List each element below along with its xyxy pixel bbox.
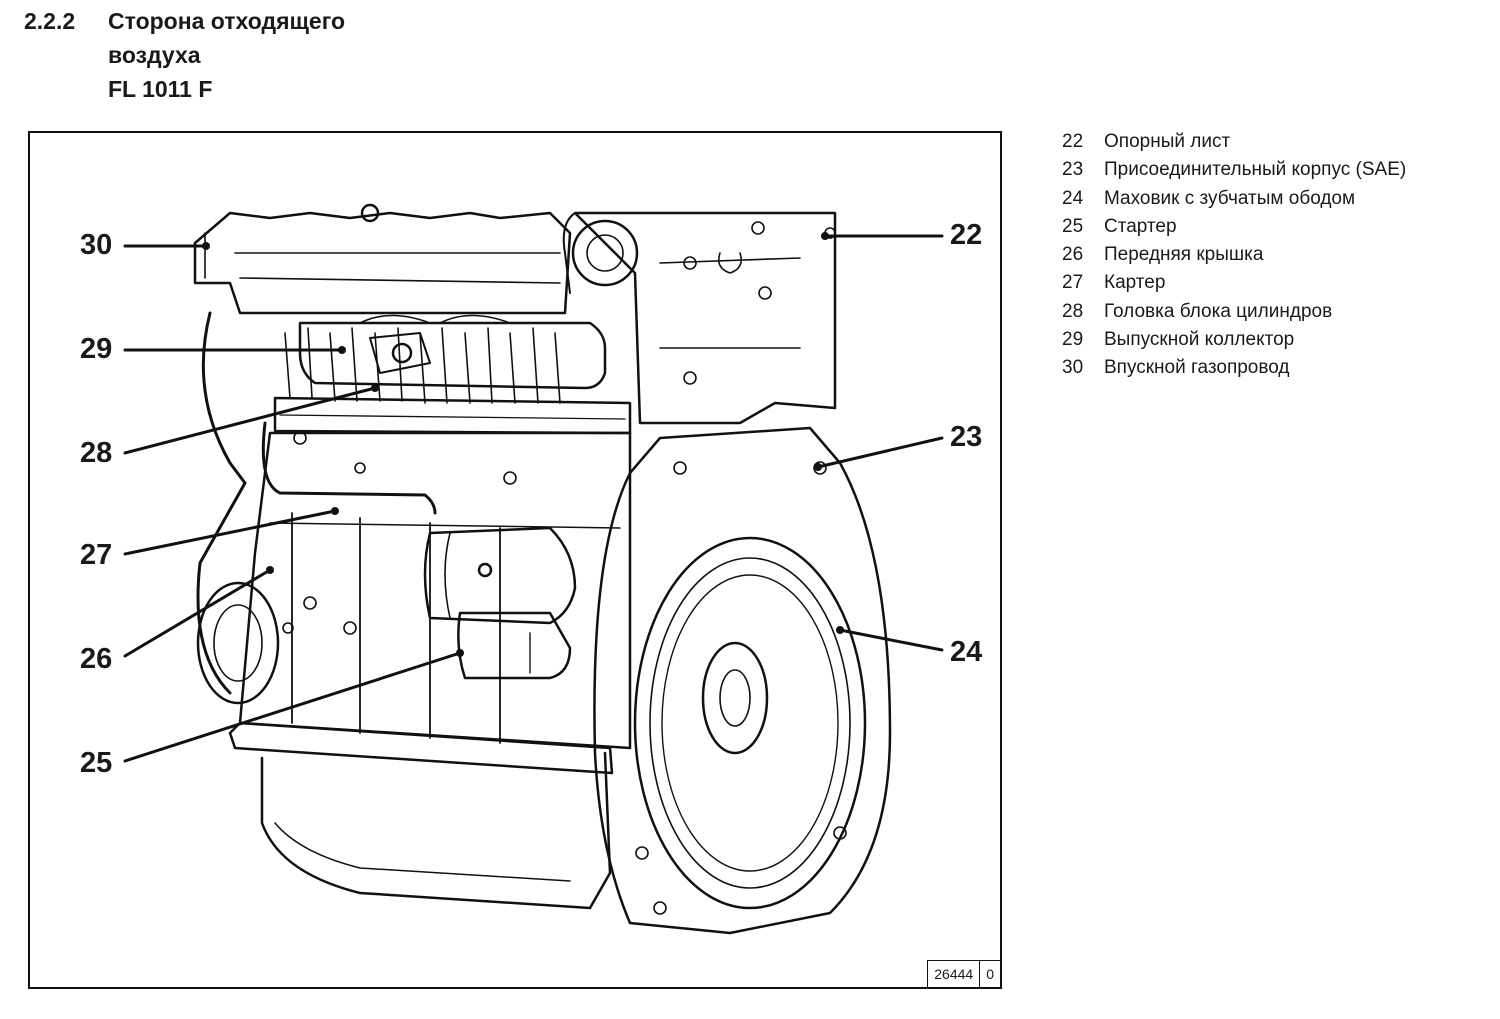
leader-26 [123, 568, 272, 658]
callout-27: 27 [80, 539, 113, 571]
callout-26: 26 [80, 643, 113, 675]
figure-revision: 0 [979, 961, 1000, 987]
legend-number: 22 [1062, 131, 1084, 152]
leader-lines [123, 234, 944, 763]
legend-label: Стартер [1104, 215, 1177, 237]
callout-25: 25 [80, 747, 113, 779]
bolt-heads [282, 221, 847, 915]
legend-number: 29 [1062, 329, 1084, 351]
callout-30: 30 [80, 229, 113, 261]
leader-25 [123, 651, 462, 763]
callout-22: 22 [950, 219, 983, 251]
figure-number: 26444 [934, 966, 974, 982]
section-title-line-3: FL 1011 F [108, 76, 213, 102]
legend-number: 27 [1062, 272, 1084, 294]
starter-motor [423, 526, 577, 680]
legend-item: 28 Головка блока цилиндров [1062, 298, 1406, 326]
flywheel [633, 536, 867, 910]
legend-item: 22 Опорный лист [1062, 128, 1406, 156]
figure-frame: 30 29 28 27 26 25 22 23 24 26444 0 [28, 131, 1002, 989]
oil-pan [260, 751, 612, 910]
legend-item: 25 Стартер [1062, 213, 1406, 241]
leader-24 [838, 628, 944, 652]
support-plate [573, 211, 837, 425]
section-title: Сторона отходящего воздуха FL 1011 F [108, 4, 345, 106]
legend-label: Выпускной коллектор [1104, 329, 1295, 351]
legend-item: 23 Присоединительный корпус (SAE) [1062, 156, 1406, 184]
intake-manifold [193, 211, 572, 315]
engine-drawing [123, 203, 944, 935]
cylinder-head [273, 396, 632, 435]
callout-24: 24 [950, 636, 983, 668]
legend-label: Присоединительный корпус (SAE) [1104, 159, 1407, 181]
crankcase-flange [228, 721, 614, 775]
legend-number: 28 [1062, 300, 1084, 322]
callout-28: 28 [80, 437, 113, 469]
legend-item: 27 Картер [1062, 269, 1406, 297]
leader-23 [816, 436, 944, 469]
front-pulley [196, 311, 247, 695]
leader-28 [123, 386, 377, 455]
legend-label: Впускной газопровод [1104, 357, 1290, 379]
leader-27 [123, 509, 337, 556]
flywheel-housing [593, 426, 892, 935]
legend-label: Картер [1104, 272, 1166, 294]
crankcase [238, 431, 632, 750]
legend-item: 26 Передняя крышка [1062, 241, 1406, 269]
parts-legend: 22 Опорный лист 23 Присоединительный корпу… [1062, 128, 1406, 383]
legend-number: 23 [1062, 159, 1084, 181]
legend-item: 30 Впускной газопровод [1062, 354, 1406, 382]
legend-number: 24 [1062, 187, 1084, 209]
legend-label: Опорный лист [1104, 131, 1231, 152]
legend-item: 24 Маховик с зубчатым ободом [1062, 185, 1406, 213]
legend-item: 29 Выпускной коллектор [1062, 326, 1406, 354]
legend-number: 26 [1062, 244, 1084, 266]
leader-dots [202, 232, 844, 657]
figure-number-box: 26444 0 [927, 960, 1000, 987]
legend-label: Передняя крышка [1104, 244, 1264, 266]
legend-label: Маховик с зубчатым ободом [1104, 187, 1356, 209]
section-number: 2.2.2 [24, 8, 76, 34]
legend-number: 25 [1062, 215, 1084, 237]
section-title-line-1: Сторона отходящего [108, 8, 346, 34]
callout-29: 29 [80, 333, 113, 365]
callout-23: 23 [950, 421, 983, 453]
section-title-line-2: воздуха [108, 42, 201, 68]
exhaust-manifold [298, 321, 607, 390]
legend-number: 30 [1062, 357, 1084, 379]
legend-label: Головка блока цилиндров [1104, 300, 1333, 322]
